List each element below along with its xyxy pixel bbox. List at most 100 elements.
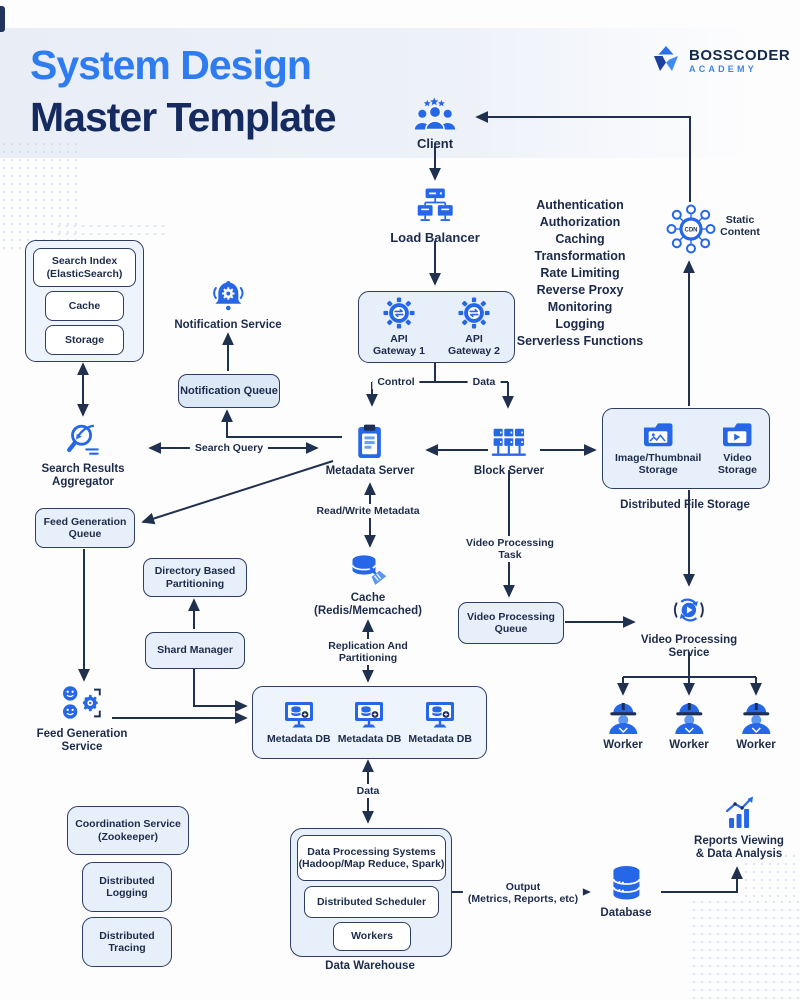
distributed-file-storage-label: Distributed File Storage <box>620 499 750 511</box>
aggregator-label-line2: Aggregator <box>52 476 114 488</box>
client-label: Client <box>416 136 454 151</box>
metadata-server-label: Metadata Server <box>325 465 415 477</box>
database-icon <box>609 864 643 907</box>
node-cdn: CDN <box>665 203 717 260</box>
block-server-label: Block Server <box>473 465 545 477</box>
video-storage-line2: Storage <box>717 464 757 477</box>
coordination-line2: (Zookeeper) <box>97 830 159 843</box>
gateway-function: Caching <box>555 232 605 246</box>
aggregator-label-line1: Search Results <box>41 463 125 475</box>
warehouse-workers-box: Workers <box>333 922 411 951</box>
logging-line1: Distributed <box>99 874 155 887</box>
node-load-balancer: Load Balancer <box>390 186 480 244</box>
edge-label-replication: Replication And Partitioning <box>323 639 413 665</box>
node-reports: Reports Viewing & Data Analysis <box>694 794 784 861</box>
cache-broom-icon <box>349 553 387 592</box>
block-server-icon <box>490 426 528 465</box>
worker-label: Worker <box>669 739 709 751</box>
notification-queue-box: Notification Queue <box>178 374 280 408</box>
worker-label: Worker <box>603 739 643 751</box>
client-icon <box>414 92 456 137</box>
shard-manager-label: Shard Manager <box>157 644 233 657</box>
worker-icon <box>605 700 641 739</box>
node-worker-2: Worker <box>669 700 709 752</box>
api-gateway-2-label-line2: Gateway 2 <box>448 344 500 357</box>
search-storage-box: Storage <box>45 325 124 355</box>
reports-line1: Reports Viewing <box>694 835 784 847</box>
metadata-db-icon <box>353 700 385 734</box>
search-cache-box: Cache <box>45 291 124 321</box>
title-background-band <box>0 28 748 158</box>
data-warehouse-label: Data Warehouse <box>325 960 415 972</box>
search-storage-label: Storage <box>64 333 105 346</box>
dots-decoration-bottomright <box>690 898 800 1000</box>
node-api-gateway-1: API Gateway 1 <box>373 297 425 357</box>
edge-label-data-flow: Data <box>351 784 385 798</box>
node-database: Database <box>600 864 652 920</box>
cdn-badge: CDN <box>685 227 698 233</box>
feed-service-line1: Feed Generation <box>36 728 128 740</box>
image-storage-line2: Storage <box>638 464 678 477</box>
api-gateway-2-label-line1: API <box>465 332 483 345</box>
page-title-accent: System Design <box>30 42 312 88</box>
brand-logo: BOSSCODER ACADEMY <box>650 44 790 79</box>
node-block-server: Block Server <box>474 426 544 478</box>
node-notification-service: Notification Service <box>174 278 282 332</box>
coordination-service-box: Coordination Service (Zookeeper) <box>67 806 189 855</box>
metadata-db-icon <box>283 700 315 734</box>
shard-manager-box: Shard Manager <box>145 632 245 669</box>
feed-generation-icon <box>61 683 103 728</box>
metadata-db-icon <box>424 700 456 734</box>
logging-line2: Logging <box>106 887 148 899</box>
node-video-storage: Video Storage <box>717 421 757 477</box>
feed-generation-queue-box: Feed Generation Queue <box>35 508 135 548</box>
vps-line1: Video Processing <box>640 634 738 646</box>
search-index-stack: Search Index (ElasticSearch) Cache Stora… <box>25 240 144 362</box>
feed-queue-line2: Queue <box>68 528 102 540</box>
node-search-results-aggregator: Search Results Aggregator <box>41 420 125 489</box>
dps-line1: Data Processing Systems <box>307 845 436 858</box>
gateway-function: Authorization <box>539 215 621 229</box>
node-cache-redis: Cache (Redis/Memcached) <box>314 553 422 618</box>
gateway-function: Logging <box>555 317 605 331</box>
api-gateway-gear-icon <box>383 297 415 333</box>
api-gateway-1-label-line2: Gateway 1 <box>373 344 425 357</box>
corner-decoration <box>0 6 5 32</box>
directory-line1: Directory Based <box>154 565 236 577</box>
video-folder-icon <box>721 421 753 453</box>
video-storage-line1: Video <box>723 452 752 465</box>
load-balancer-icon <box>414 186 456 231</box>
reports-chart-icon <box>721 794 757 835</box>
gateway-function: Authentication <box>536 198 624 212</box>
tracing-line2: Tracing <box>108 942 146 954</box>
data-warehouse-box: Data Processing Systems (Hadoop/Map Redu… <box>290 828 452 957</box>
node-video-processing-service: Video Processing Service <box>641 591 737 660</box>
coordination-line1: Coordination Service <box>75 818 181 830</box>
directory-line2: Partitioning <box>165 577 225 590</box>
image-storage-line1: Image/Thumbnail <box>615 452 702 465</box>
worker-label: Worker <box>736 739 776 751</box>
load-balancer-label: Load Balancer <box>390 230 480 245</box>
gateway-function: Rate Limiting <box>540 266 620 280</box>
notification-queue-label: Notification Queue <box>180 384 278 397</box>
worker-icon <box>671 700 707 739</box>
api-gateway-gear-icon <box>458 297 490 333</box>
directory-partitioning-box: Directory Based Partitioning <box>143 558 247 597</box>
metadata-db-label: Metadata DB <box>337 733 402 746</box>
edge-label-read-write-metadata: Read/Write Metadata <box>311 504 425 518</box>
cdn-static-content-label: Static Content <box>720 214 760 238</box>
reports-line2: & Data Analysis <box>695 848 783 860</box>
distributed-logging-box: Distributed Logging <box>82 862 172 912</box>
node-worker-1: Worker <box>603 700 643 752</box>
node-metadata-db-3: Metadata DB <box>408 700 472 745</box>
tracing-line1: Distributed <box>99 929 155 942</box>
scheduler-label: Distributed Scheduler <box>316 895 427 908</box>
node-metadata-server: Metadata Server <box>325 424 415 478</box>
database-label: Database <box>600 907 652 919</box>
image-folder-icon <box>642 421 674 453</box>
vps-line2: Service <box>668 647 710 659</box>
vpq-line2: Queue <box>494 623 528 635</box>
video-processing-queue-box: Video Processing Queue <box>458 602 564 644</box>
gateway-function: Reverse Proxy <box>536 283 624 297</box>
